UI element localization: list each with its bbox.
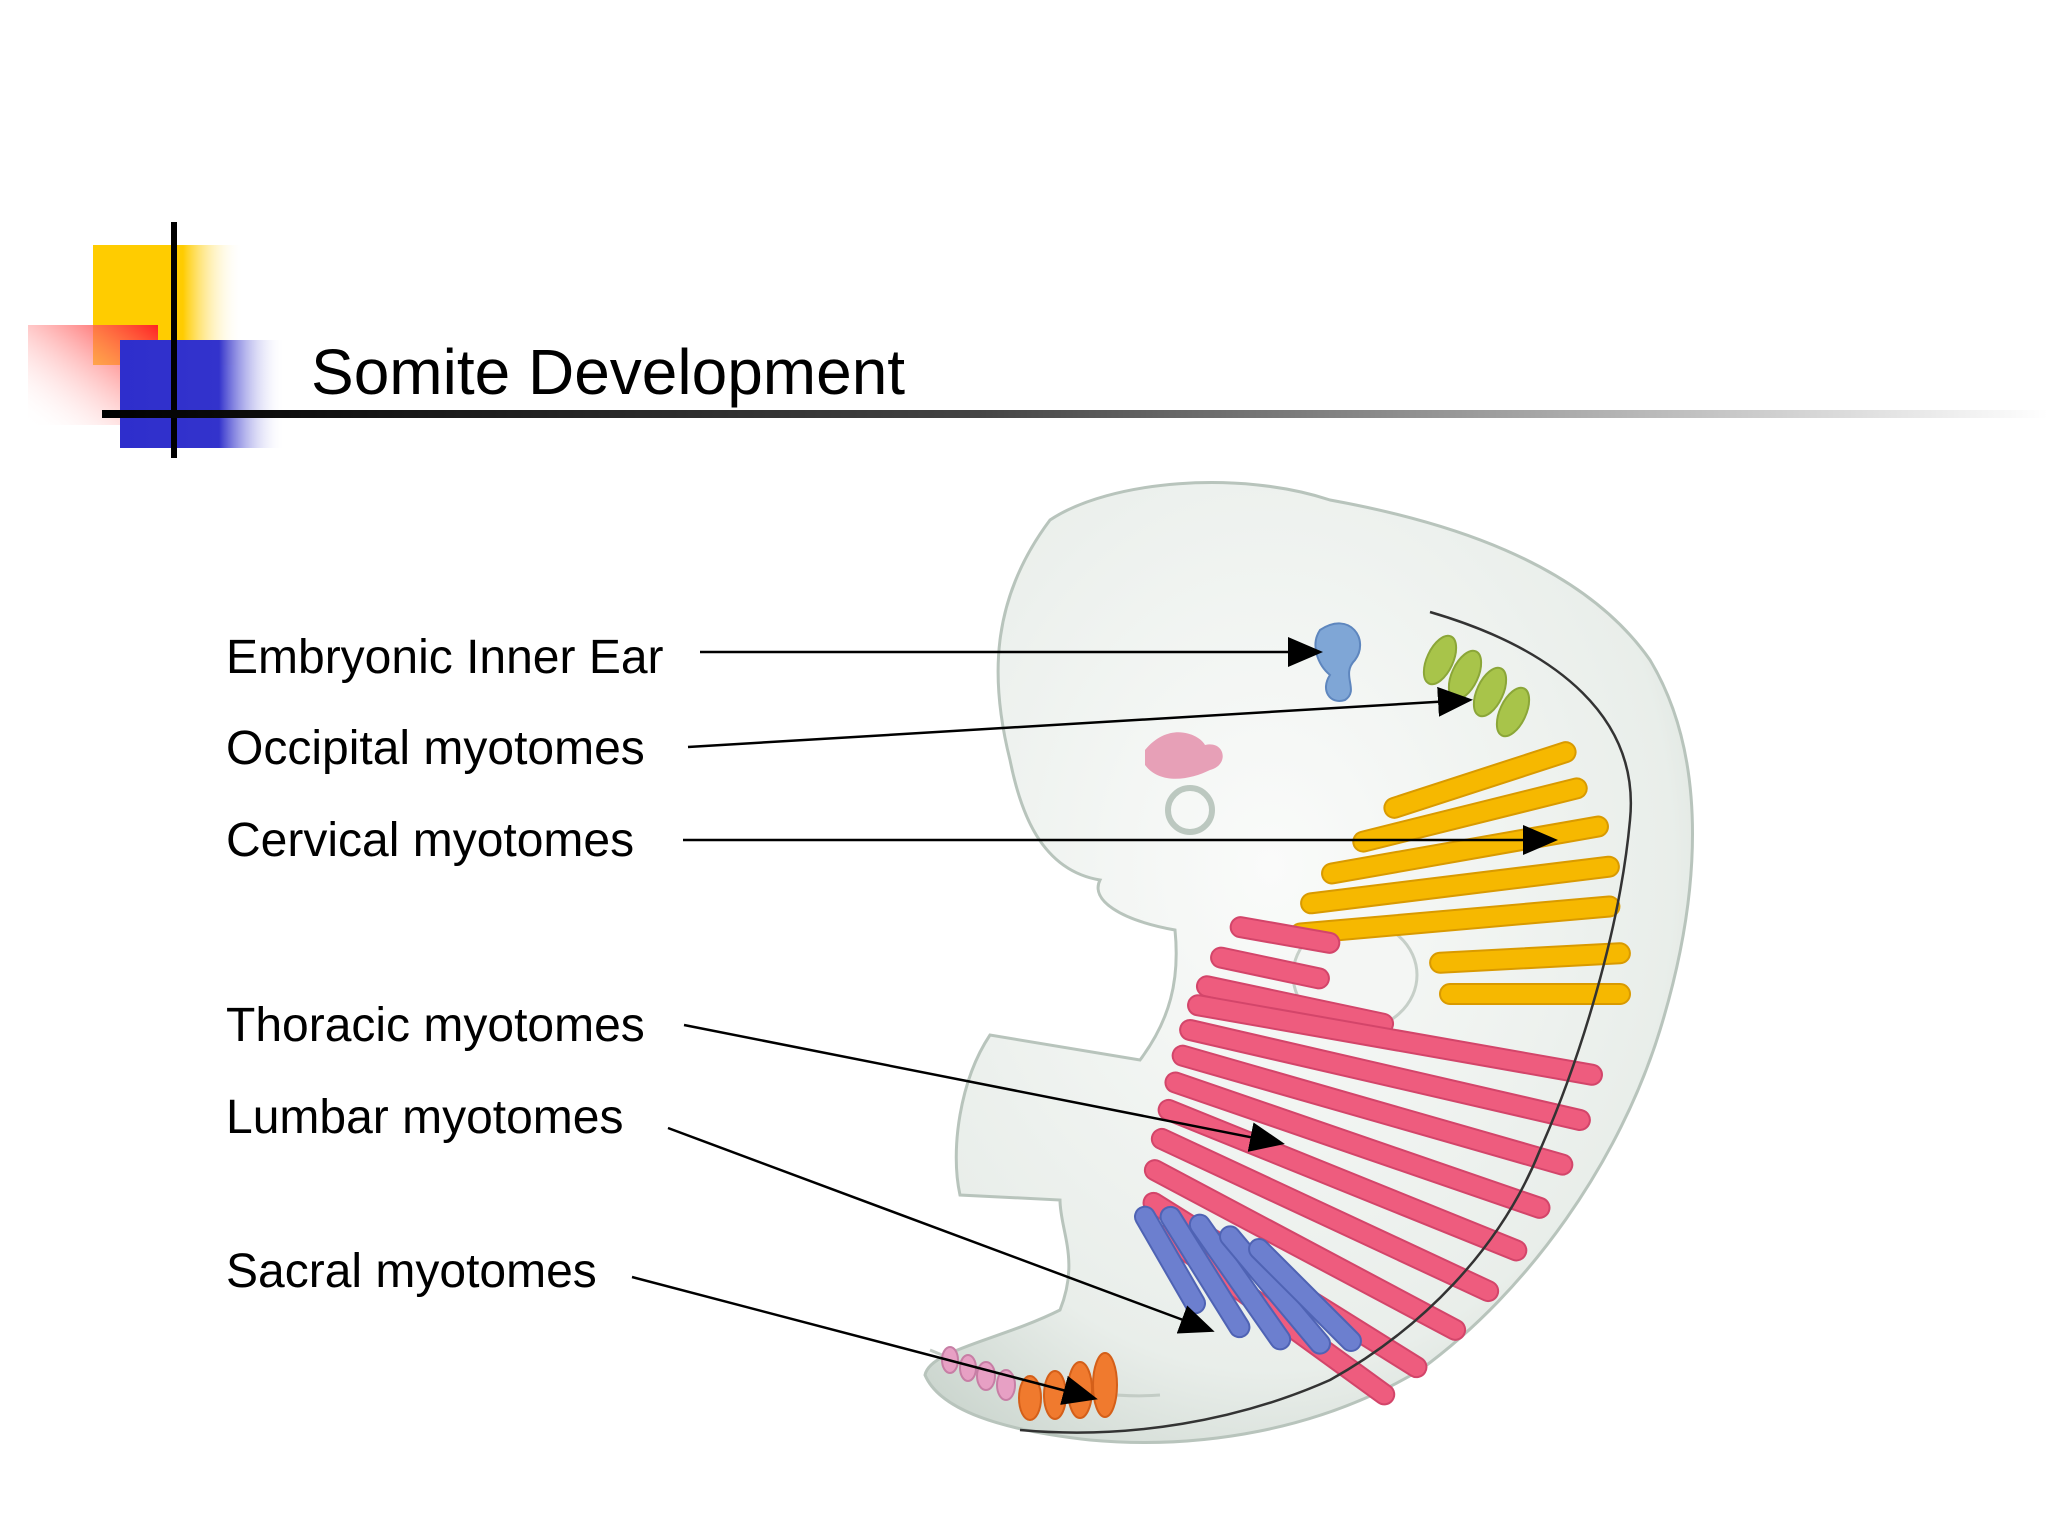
- label-thoracic-myotomes: Thoracic myotomes: [226, 999, 645, 1052]
- label-inner-ear: Embryonic Inner Ear: [226, 631, 664, 684]
- occipital-arrow: [687, 686, 1473, 749]
- slide-title: Somite Development: [311, 336, 906, 408]
- deco-vertical-rule: [171, 222, 177, 458]
- label-cervical-myotomes: Cervical myotomes: [226, 814, 635, 867]
- occipital-myotomes: [1422, 634, 1531, 738]
- embryo-illustration: [923, 481, 1694, 1444]
- leader-lines: [631, 637, 1558, 1405]
- label-occipital-myotomes: Occipital myotomes: [226, 722, 645, 775]
- myotome-bracket: [1019, 610, 1633, 1434]
- deco-blue-square: [120, 340, 285, 448]
- pink-structure: [1145, 732, 1223, 779]
- eye-structure: [1165, 785, 1215, 835]
- label-sacral-myotomes: Sacral myotomes: [226, 1245, 597, 1298]
- lumbar-myotomes: [1134, 1205, 1362, 1355]
- label-lumbar-myotomes: Lumbar myotomes: [226, 1091, 624, 1144]
- thoracic-arrow: [683, 1023, 1285, 1152]
- lumbar-arrow: [667, 1126, 1215, 1334]
- title-underline: [102, 410, 2048, 418]
- sacral-arrow: [631, 1275, 1098, 1405]
